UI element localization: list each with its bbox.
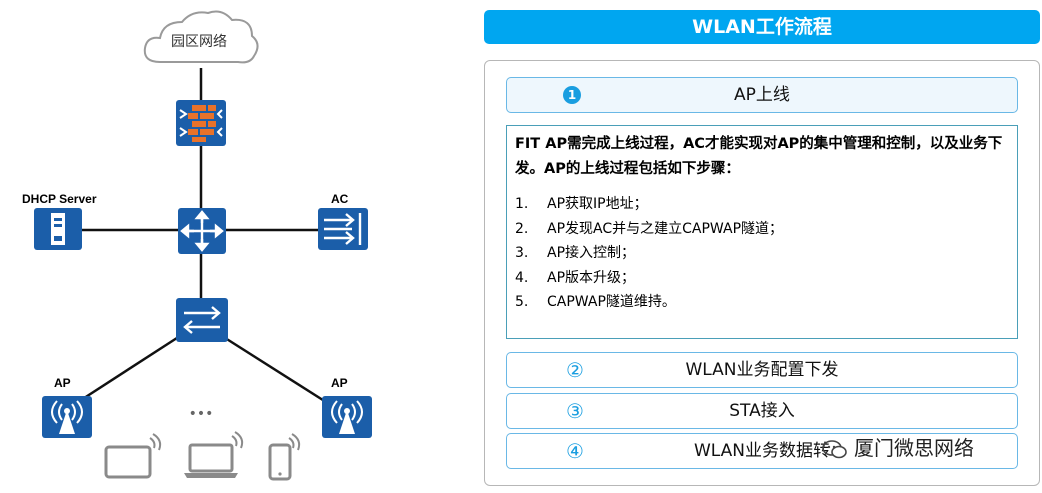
- link-switch-ap-right: [221, 334, 327, 404]
- list-item: 5.CAPWAP隧道维持。: [515, 294, 676, 310]
- step-number: ④: [566, 439, 584, 463]
- more-devices-ellipsis: •••: [189, 406, 214, 422]
- list-item: 1.AP获取IP地址；: [515, 196, 648, 212]
- ap-right-label: AP: [331, 376, 348, 390]
- detail-intro: FIT AP需完成上线过程，AC才能实现对AP的集中管理和控制，以及业务下发。A…: [515, 136, 1003, 177]
- step-label: STA接入: [729, 401, 795, 421]
- step-number: 1: [563, 86, 581, 104]
- watermark-text: 厦门微思网络: [854, 436, 974, 460]
- workflow-title: WLAN工作流程: [484, 10, 1040, 44]
- list-item: 2.AP发现AC并与之建立CAPWAP隧道；: [515, 220, 784, 237]
- wechat-icon: [822, 439, 847, 458]
- access-controller-icon: [318, 208, 368, 250]
- step-config-delivery[interactable]: ② WLAN业务配置下发: [506, 352, 1018, 388]
- switch-icon: [176, 298, 228, 342]
- watermark: 厦门微思网络: [822, 432, 974, 461]
- step-number: ②: [566, 358, 584, 382]
- ac-label: AC: [331, 192, 349, 206]
- link-switch-ap-left: [77, 334, 181, 404]
- firewall-icon: [176, 100, 226, 146]
- access-point-left-icon: [42, 396, 92, 438]
- tablet-icon: [104, 433, 162, 479]
- ap-left-label: AP: [54, 376, 71, 390]
- detail-step-list: 1.AP获取IP地址； 2.AP发现AC并与之建立CAPWAP隧道； 3.AP接…: [515, 192, 783, 315]
- dhcp-server-label: DHCP Server: [22, 192, 97, 206]
- step-data-forwarding[interactable]: ④ WLAN业务数据转: [506, 433, 1018, 469]
- campus-network-cloud: 园区网络: [143, 10, 259, 64]
- network-topology-diagram: 园区网络: [22, 10, 372, 481]
- step-number: ③: [566, 399, 584, 423]
- step-ap-online[interactable]: 1 AP上线: [506, 77, 1018, 113]
- smartphone-icon: [268, 433, 301, 481]
- step-label: WLAN业务数据转: [693, 441, 831, 461]
- router-icon: [178, 208, 226, 254]
- list-item: 3.AP接入控制；: [515, 245, 636, 261]
- laptop-icon: [184, 431, 244, 478]
- cloud-label: 园区网络: [171, 34, 227, 50]
- step-sta-access[interactable]: ③ STA接入: [506, 393, 1018, 429]
- step-label: AP上线: [734, 85, 790, 105]
- step-label: WLAN业务配置下发: [685, 360, 839, 380]
- access-point-right-icon: [322, 396, 372, 438]
- topology-links: [77, 68, 327, 404]
- dhcp-server-icon: [34, 208, 82, 250]
- list-item: 4.AP版本升级；: [515, 269, 636, 286]
- step-detail-box: FIT AP需完成上线过程，AC才能实现对AP的集中管理和控制，以及业务下发。A…: [506, 125, 1018, 339]
